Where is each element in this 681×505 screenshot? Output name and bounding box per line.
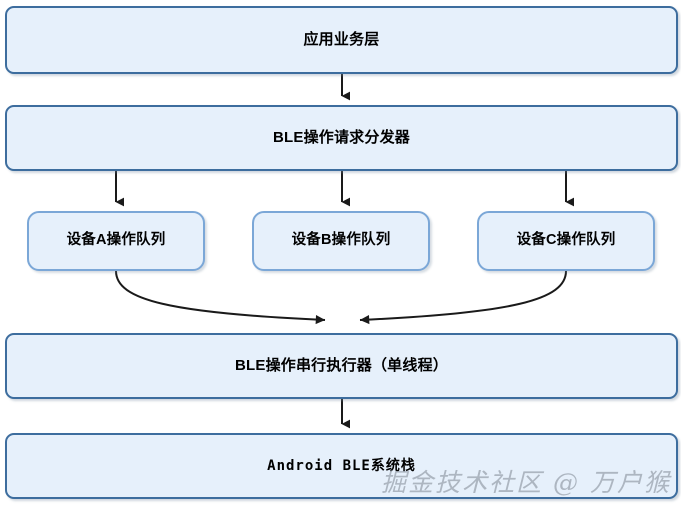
node-label: 设备C操作队列 bbox=[516, 232, 616, 249]
node-serial-executor[interactable]: BLE操作串行执行器（单线程） bbox=[5, 333, 678, 399]
node-label: Android BLE系统栈 bbox=[267, 457, 416, 474]
node-label: 应用业务层 bbox=[303, 31, 380, 48]
node-device-c-queue[interactable]: 设备C操作队列 bbox=[477, 211, 655, 271]
node-label: 设备B操作队列 bbox=[291, 232, 391, 249]
edge-queue-a-to-executor bbox=[115, 270, 326, 325]
watermark-text: 掘金技术社区 @ 万户猴 bbox=[381, 468, 671, 497]
node-device-a-queue[interactable]: 设备A操作队列 bbox=[27, 211, 205, 271]
node-device-b-queue[interactable]: 设备B操作队列 bbox=[252, 211, 430, 271]
edge-queue-c-to-executor bbox=[359, 270, 567, 325]
node-label: BLE操作请求分发器 bbox=[272, 129, 410, 146]
node-android-ble-stack[interactable]: Android BLE系统栈 bbox=[5, 433, 678, 499]
node-label: 设备A操作队列 bbox=[66, 232, 166, 249]
node-app-business-layer[interactable]: 应用业务层 bbox=[5, 6, 678, 74]
node-label: BLE操作串行执行器（单线程） bbox=[234, 357, 448, 374]
node-ble-request-dispatcher[interactable]: BLE操作请求分发器 bbox=[5, 105, 678, 171]
